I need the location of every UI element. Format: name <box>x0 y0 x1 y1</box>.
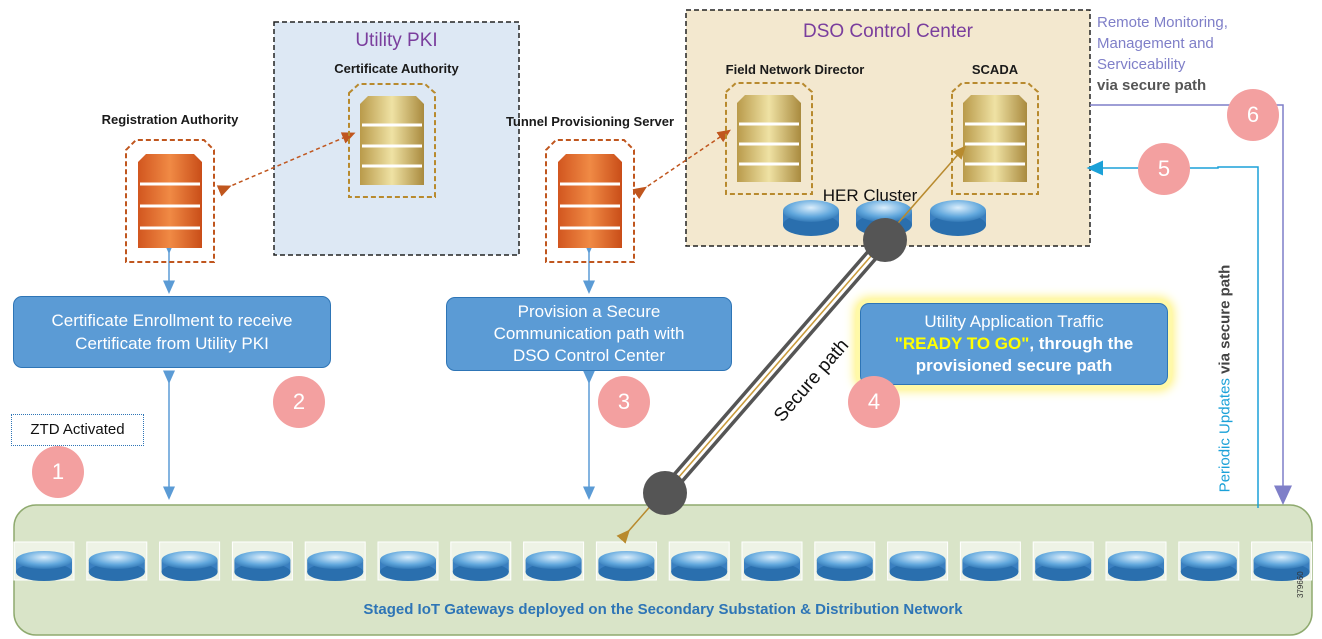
step-badge-3: 3 <box>598 376 650 428</box>
prov-line: Provision a Secure <box>517 302 661 321</box>
step-badge-6: 6 <box>1227 89 1279 141</box>
gateway-router-icon <box>959 541 1021 581</box>
periodic-part1: Periodic Updates <box>1216 378 1234 493</box>
step-badge-5: 5 <box>1138 143 1190 195</box>
certificate-authority-server-icon <box>348 83 436 198</box>
gateway-router-icon <box>304 541 366 581</box>
gateways-label: Staged IoT Gateways deployed on the Seco… <box>363 601 963 618</box>
step-badge-1: 1 <box>32 446 84 498</box>
gateway-router-icon <box>231 541 293 581</box>
gateway-router-icon <box>1032 541 1094 581</box>
tunnel-provisioning-server-label: Tunnel Provisioning Server <box>505 114 675 129</box>
ready-to-go-highlight: "READY TO GO" <box>894 334 1030 353</box>
gateway-router-icon <box>523 541 585 581</box>
gateway-router-icon <box>595 541 657 581</box>
periodic-updates-label: Periodic Updates via secure path <box>1217 254 1234 504</box>
remote-line: Remote Monitoring, <box>1097 14 1228 31</box>
gateway-router-icon <box>887 541 949 581</box>
figure-id: 379660 <box>1296 571 1305 598</box>
gateway-router-icon <box>1105 541 1167 581</box>
gateway-router-icon <box>1178 541 1240 581</box>
gateway-router-icon <box>86 541 148 581</box>
registration-authority-server-icon <box>125 139 215 263</box>
remote-line: Management and <box>1097 35 1214 52</box>
gateway-router-icon <box>450 541 512 581</box>
field-network-director-label: Field Network Director <box>725 62 865 77</box>
gateway-router-icon <box>668 541 730 581</box>
step-badge-4: 4 <box>848 376 900 428</box>
gateway-router-icon <box>377 541 439 581</box>
gateway-router-row <box>13 541 1313 581</box>
traffic-line: Utility Application Traffic <box>924 312 1104 331</box>
provision-secure-path-box: Provision a Secure Communication path wi… <box>446 297 732 371</box>
traffic-line: "READY TO GO", through the <box>861 333 1167 355</box>
gateway-router-icon <box>741 541 803 581</box>
gateway-router-icon <box>814 541 876 581</box>
prov-line: DSO Control Center <box>512 346 666 365</box>
gateway-router-icon <box>159 541 221 581</box>
periodic-part2: via secure path <box>1216 264 1234 379</box>
registration-authority-label: Registration Authority <box>101 112 239 127</box>
step-badge-2: 2 <box>273 376 325 428</box>
utility-pki-title: Utility PKI <box>355 30 438 51</box>
tunnel-end-her <box>863 218 907 262</box>
tunnel-provisioning-server-icon <box>545 139 635 263</box>
tunnel-end-gateway <box>643 471 687 515</box>
remote-line: via secure path <box>1097 77 1207 94</box>
application-traffic-box: Utility Application Traffic "READY TO GO… <box>860 303 1168 385</box>
cert-line: Certificate Enrollment to receive <box>51 311 293 330</box>
remote-line: Serviceability <box>1097 56 1186 73</box>
ztd-activated-label: ZTD Activated <box>11 414 144 446</box>
certificate-enrollment-box: Certificate Enrollment to receive Certif… <box>13 296 331 368</box>
prov-line: Communication path with <box>493 324 685 343</box>
her-cluster-label: HER Cluster <box>822 186 918 205</box>
traffic-line: provisioned secure path <box>915 356 1113 375</box>
gateway-router-icon <box>13 541 75 581</box>
dso-control-center-title: DSO Control Center <box>802 21 973 42</box>
remote-monitoring-label: Remote Monitoring, Management and Servic… <box>1097 12 1297 96</box>
remote-monitoring-line <box>1090 104 1292 505</box>
traffic-rest: , through the <box>1029 334 1134 353</box>
ra-to-ca-arrow <box>216 132 356 197</box>
cert-line: Certificate from Utility PKI <box>75 334 269 353</box>
gateway-router-icon <box>1251 541 1313 581</box>
certificate-authority-label: Certificate Authority <box>334 61 459 76</box>
scada-label: SCADA <box>971 62 1019 77</box>
